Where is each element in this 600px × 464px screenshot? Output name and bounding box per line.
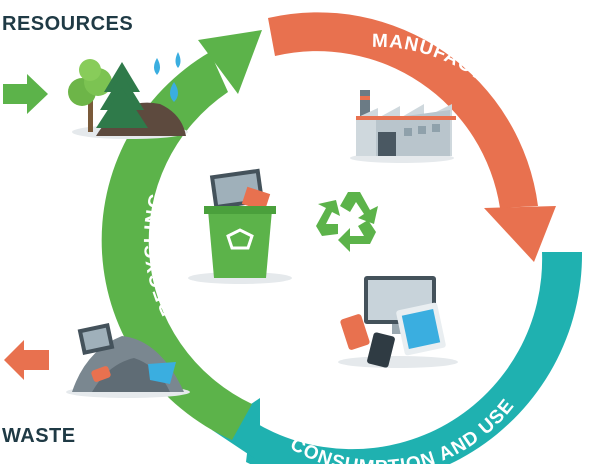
consumption-arc-body — [246, 252, 583, 464]
resources-label: RESOURCES — [2, 13, 134, 35]
manufacturing-arc-body — [268, 12, 538, 209]
recycle-symbol-icon — [316, 192, 378, 252]
factory-icon — [350, 90, 456, 163]
resources-input-arrow — [3, 74, 48, 114]
waste-pile-icon — [66, 322, 190, 398]
recycle-bin-icon — [188, 168, 292, 284]
waste-output-arrow — [4, 340, 49, 380]
recycling-arrowhead — [198, 30, 262, 94]
trees-and-water-drops-icon — [68, 52, 188, 139]
electronic-devices-icon — [338, 276, 458, 368]
waste-label: WASTE — [2, 425, 76, 447]
manufacturing-arrowhead — [484, 206, 556, 262]
